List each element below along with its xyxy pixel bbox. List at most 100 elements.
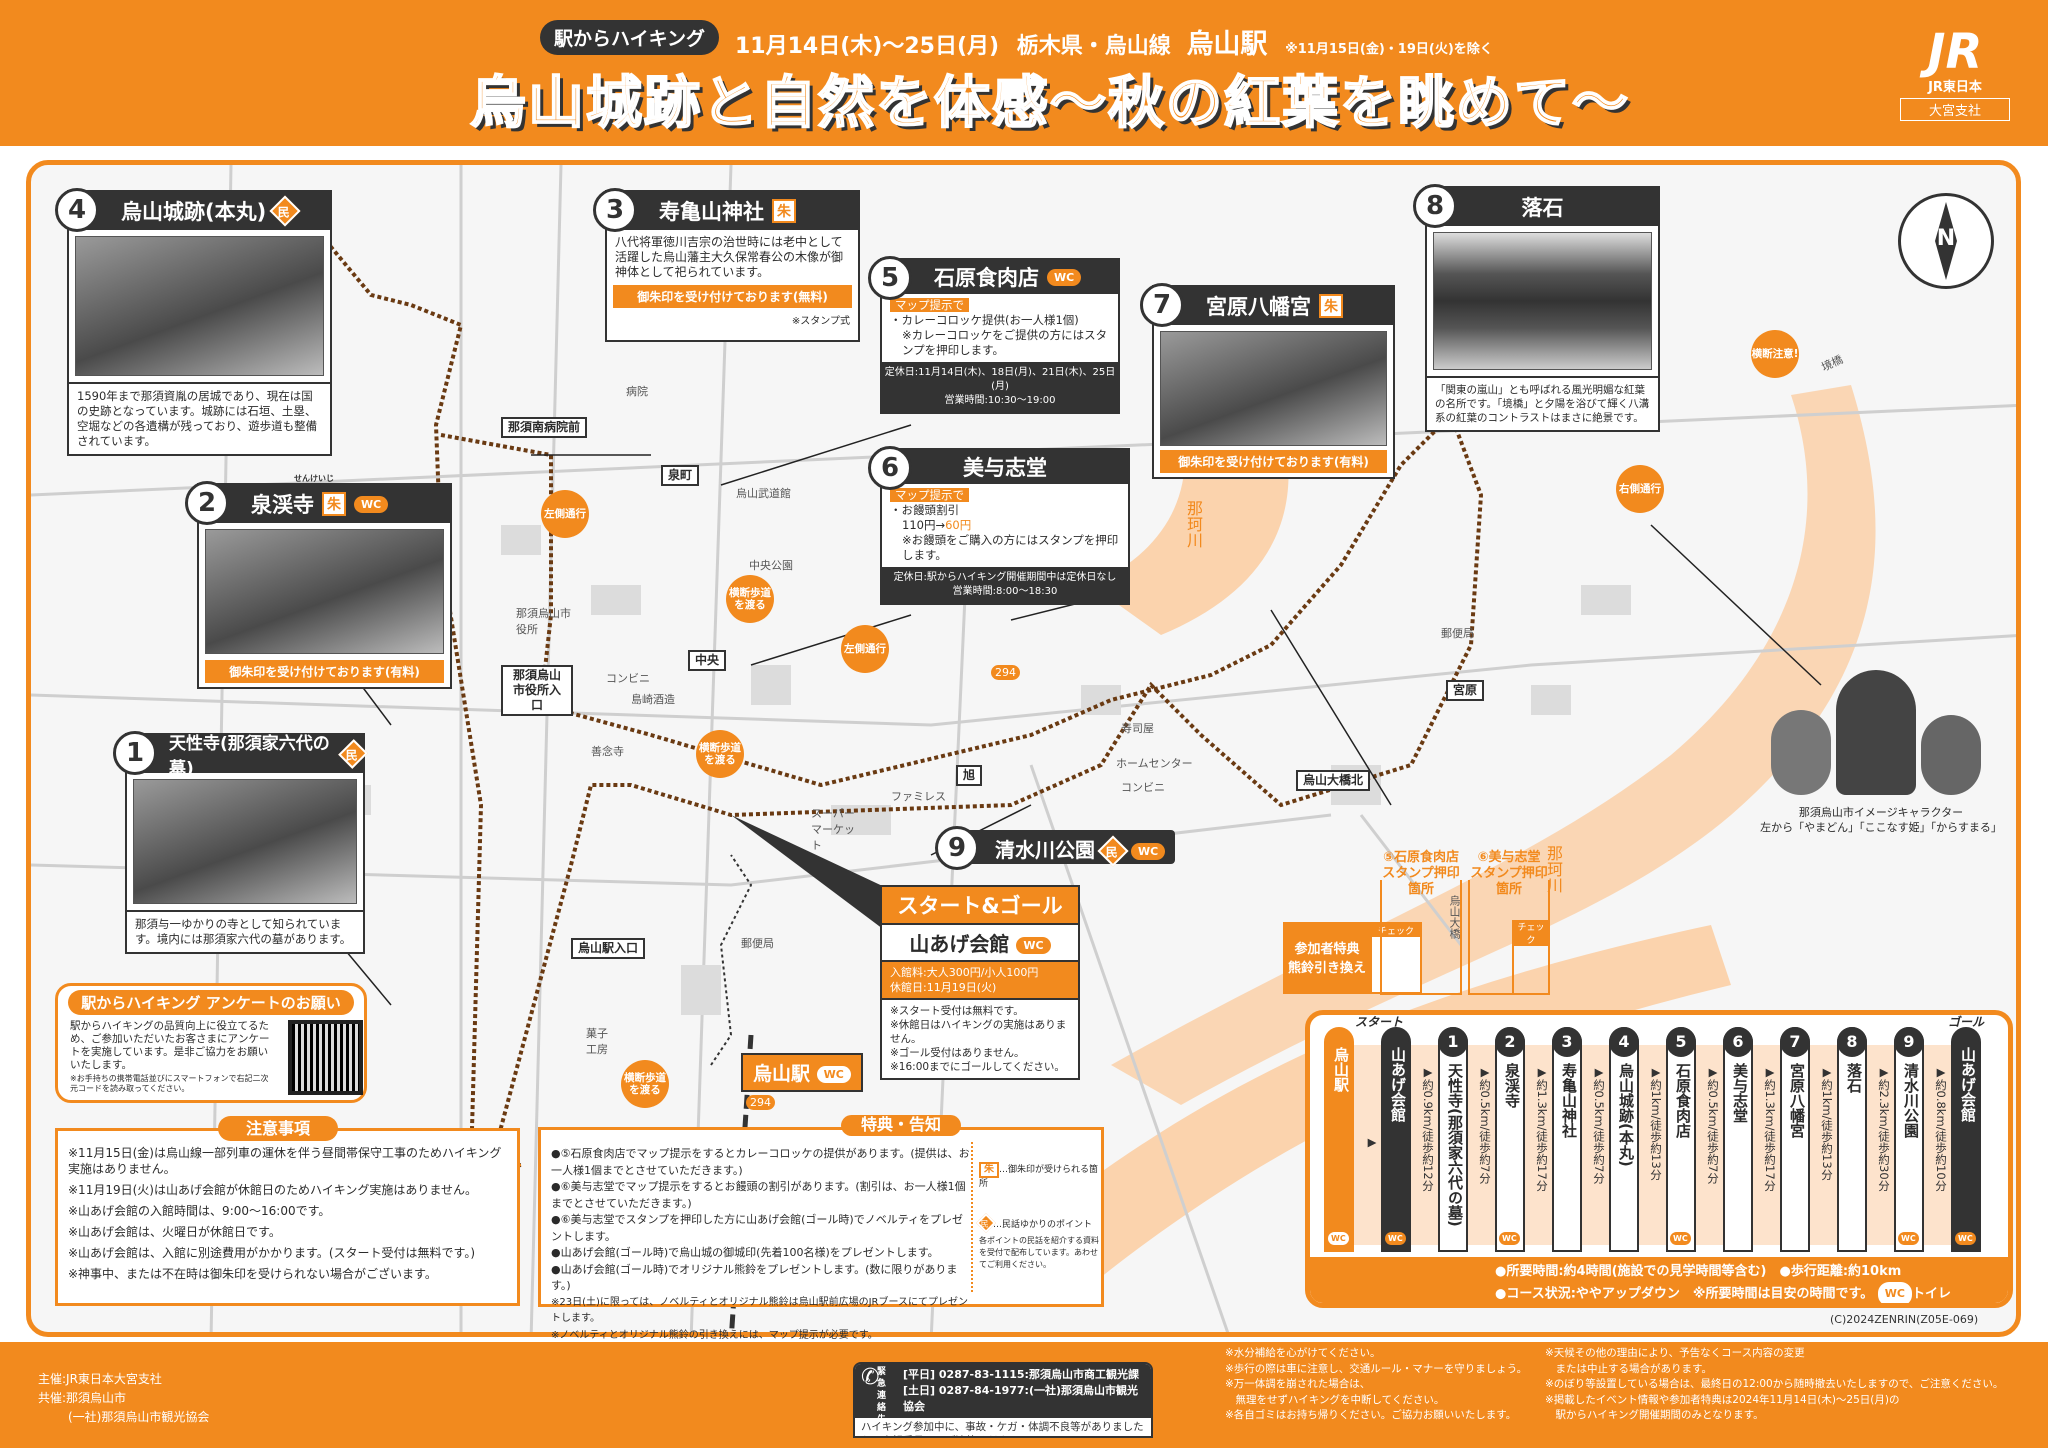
course-stop-number: 9 [1894,1027,1924,1057]
castle-ruins-photo [75,236,324,376]
qr-code[interactable] [288,1020,363,1095]
map-label-supermarket: スーパーマーケット [811,807,855,852]
weekday-phone[interactable]: [平日] 0287-83-1115:那須烏山市商工観光課 [903,1368,1139,1381]
autumn-leaves-photo [1433,232,1652,370]
course-stop-number: 8 [1837,1027,1867,1057]
event-info: 11月14日(木)～25日(月) 栃木県・烏山線 烏山駅 ※11月15日(金)・… [735,22,1493,61]
event-dates: 11月14日(木)～25日(月) [735,34,1000,59]
weekend-phone[interactable]: [土日] 0287-84-1977:(一社)那須烏山市観光協会 [903,1384,1139,1413]
callout-keep-right: 右側通行 [1616,465,1664,513]
organizers: 主催:JR東日本大宮支社 共催:那須烏山市 (一社)那須烏山市観光協会 [38,1370,209,1427]
footer-notes-b: ※天候その他の理由により、予告なくコース内容の変更 または中止する場合があります… [1545,1347,2004,1421]
callout-keep-left-2: 左側通行 [841,625,889,673]
spot-number: 3 [593,188,637,232]
course-segment: ▶約1km/徒歩約13分 [1649,1065,1663,1181]
wc-icon: WC [1016,937,1051,954]
shuin-icon: 朱 [322,492,346,516]
start-goal-label: スタート&ゴール [882,887,1078,923]
footer-notes-a: ※水分補給を心がけてください。※歩行の際は車に注意し、交通ルール・マナーを守りま… [1225,1347,1528,1421]
stamp-box-6[interactable]: チェック [1468,880,1550,995]
event-station: 烏山駅 [1186,29,1268,60]
map-label-sushi: 寿司屋 [1121,722,1154,735]
course-condition: ●コース状況:ややアップダウン ※所要時間は目安の時間です。 [1495,1286,1874,1302]
wc-icon: WC [354,495,389,513]
emergency-label: 緊急連絡先 [877,1367,887,1425]
event-badge: 駅からハイキング [540,20,720,55]
benefit-item: ●⑥美与志堂でスタンプを押印した方に山あげ会館(ゴール時)でノベルティをプレゼン… [551,1213,964,1243]
course-summary: ●所要時間:約4時間(施設での見学時間等含む) ●歩行距離:約10km ●コース… [1310,1257,2008,1303]
cosponsor: 共催:那須烏山市 [38,1391,127,1405]
excluded-dates: ※11月15日(金)・19日(火)を除く [1285,42,1493,57]
map-label-zennenji: 善念寺 [591,745,624,758]
tenshoji-photo [133,779,357,904]
station-label[interactable]: 烏山駅 WC [741,1053,863,1092]
course-stop-name: 宮原八幡宮 [1788,1063,1806,1138]
mascot-kokonasu-hime [1836,670,1916,795]
bus-stop-city-hall: 那須烏山市役所入口 [501,665,573,716]
course-segment: ▶約0.5km/徒歩約7分 [1592,1065,1606,1184]
shuin-icon: 朱 [1319,294,1343,318]
course-segment: ▶約0.5km/徒歩約7分 [1478,1065,1492,1184]
jr-branch: 大宮支社 [1900,98,2010,121]
benefit-item: ●⑥美与志堂でマップ提示をするとお饅頭の割引があります。(割引は、お一人様1個ま… [551,1180,966,1210]
closed-days: 定休日:11月14日(木)、18日(月)、21日(木)、25日(月) [884,367,1116,392]
legend-shuin: …御朱印が受けられる箇所 [979,1165,1099,1189]
caution-item: ※山あげ会館の入館時間は、9:00～16:00です。 [68,1204,331,1218]
venue-note: ※16:00までにゴールしてください。 [890,1061,1065,1073]
wc-icon: WC [1499,1232,1520,1245]
spot-card-9[interactable]: 9 清水川公園 民 WC [935,826,1176,870]
caution-item: ※山あげ会館は、入館に別途費用がかかります。(スタート受付は無料です。) [68,1246,476,1260]
legend-minwa: …民話ゆかりのポイント [993,1220,1093,1230]
callout-crosswalk-2: 横断歩道を渡る [696,730,744,778]
spot-ruby: せんけいじ [294,474,334,483]
event-line: 栃木県・烏山線 [1016,34,1171,59]
route-294-sign-2: 294 [746,1095,775,1110]
spot-offer: マップ提示で ・カレーコロッケ提供(お一人様1個) ※カレーコロッケをご提供の方… [882,294,1118,362]
emergency-note: ハイキング参加中に、事故・ケガ・体調不良等がありましたら、上記番号までご連絡くだ… [861,1421,1144,1436]
course-segment: ▶約1km/徒歩約13分 [1820,1065,1834,1181]
start-goal-venue: 山あげ会館 WC [882,923,1078,962]
phone-icon: ✆ [861,1365,880,1390]
wc-icon: WC [1955,1232,1976,1245]
bonus-check-box[interactable]: チェック [1370,922,1422,994]
cautions-title: 注意事項 [218,1116,338,1141]
map-label-family-restaurant: ファミレス [891,790,946,803]
survey-title: 駅からハイキング アンケートのお願い [68,990,354,1015]
route-294-sign: 294 [991,665,1020,680]
closed-days: 定休日:駅からハイキング開催期間中は定休日なし [893,572,1117,583]
bus-stop-asahi: 旭 [956,765,983,786]
start-goal-card[interactable]: スタート&ゴール 山あげ会館 WC 入館料:大人300円/小人100円休館日:1… [880,885,1080,1080]
course-stop-number: 2 [1495,1027,1525,1057]
map-label-konbini: コンビニ [606,672,650,685]
wc-icon: WC [1328,1232,1349,1245]
course-stop-number: 1 [1438,1027,1468,1057]
course-segment: ▶ [1365,1135,1379,1149]
course-stop-number: 5 [1666,1027,1696,1057]
caution-item: ※神事中、または不在時は御朱印を受けられない場合がございます。 [68,1267,437,1281]
map-label-city-hall: 那須烏山市役所 [516,607,571,636]
course-stop-number: 4 [1609,1027,1639,1057]
stamp-box-5[interactable] [1380,880,1462,995]
caution-item: ※山あげ会館は、火曜日が休館日です。 [68,1225,281,1239]
bus-stop-nasu-minami: 那須南病院前 [501,417,588,438]
bonus-label-2: 熊鈴引き換え [1287,961,1366,976]
start-access-line [710,854,753,1066]
course-stop-name: 美与志堂 [1731,1063,1749,1123]
